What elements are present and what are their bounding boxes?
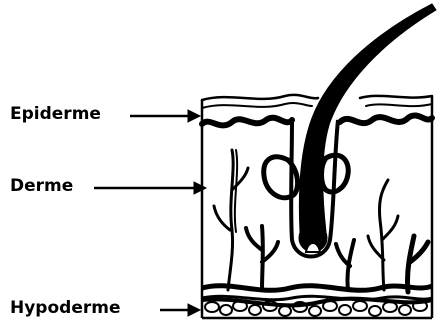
fat-cell xyxy=(353,301,367,311)
fat-cell xyxy=(309,306,321,316)
fat-cell xyxy=(369,306,381,316)
label-derme: Derme xyxy=(10,178,73,195)
nerve-center-left xyxy=(246,226,278,290)
epidermis-surface xyxy=(202,95,432,100)
hypodermis-layer xyxy=(202,286,432,316)
arrow-derme xyxy=(94,182,206,194)
hypodermis-boundary xyxy=(202,286,432,291)
fat-cell xyxy=(220,305,232,315)
vessel-left xyxy=(235,150,237,232)
nerve-right xyxy=(368,180,398,290)
arrow-hypoderme xyxy=(160,304,200,316)
label-arrows xyxy=(94,110,206,316)
fat-cell xyxy=(205,302,219,312)
nerve-center xyxy=(336,240,354,290)
fat-cell xyxy=(279,306,291,316)
hair xyxy=(291,4,436,257)
nerve-left xyxy=(214,150,248,290)
label-epiderme: Epiderme xyxy=(10,106,101,123)
nerve-far-right xyxy=(407,236,428,292)
fat-cell xyxy=(249,305,261,315)
arrow-epiderme xyxy=(130,110,200,122)
label-hypoderme: Hypoderme xyxy=(10,300,120,317)
fat-cell xyxy=(339,305,351,315)
fat-cell xyxy=(399,305,411,315)
dermal-papilla xyxy=(306,243,320,252)
